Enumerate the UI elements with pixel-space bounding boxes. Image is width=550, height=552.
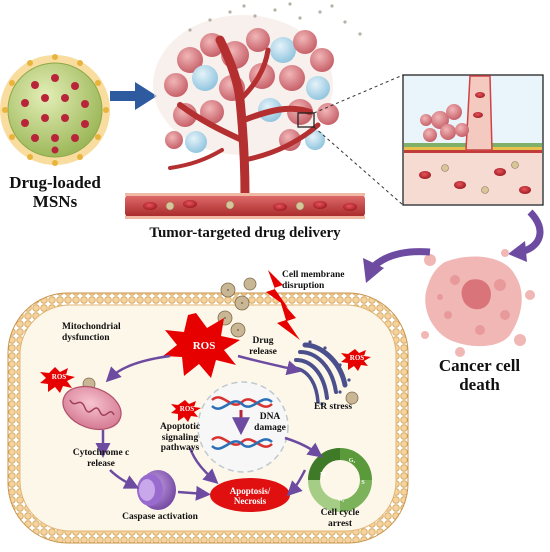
necrosis-text: Necrosis — [233, 496, 267, 507]
dysfunction-text: dysfunction — [62, 332, 110, 343]
ros-small-icon — [40, 367, 75, 393]
delivery-arrow — [110, 82, 157, 110]
cell-cycle-icon — [308, 448, 372, 512]
cancer-cell-death-label: Cancer cell death — [412, 356, 547, 394]
signaling-text: signaling — [161, 432, 199, 443]
caspase-icon — [137, 470, 176, 510]
cell-membrane-label: Cell membrane disruption — [282, 270, 362, 291]
cytochrome-text: Cytochrome c — [72, 448, 130, 458]
blood-vessel-icon — [125, 193, 365, 219]
ros-small-icon — [341, 349, 371, 371]
drug-release-label: Drug release — [238, 336, 288, 357]
curved-arrow-right — [508, 209, 544, 262]
dna-text: DNA — [259, 412, 281, 422]
tumor-targeted-label: Tumor-targeted drug delivery — [149, 225, 341, 241]
ros-small-label-3: ROS — [349, 354, 365, 362]
phase-m-label: M — [320, 472, 326, 478]
apoptosis-badge — [210, 478, 290, 512]
msns-text: MSNs — [32, 192, 78, 212]
lightning-icon — [266, 270, 300, 340]
tumor-mass-icon — [153, 2, 362, 200]
cancer-cell-text: Cancer cell — [438, 356, 521, 375]
drug-loaded-text: Drug-loaded — [9, 173, 101, 192]
ros-burst-icon — [163, 313, 240, 378]
cyto-release-text: release — [87, 458, 115, 469]
apoptosis-text: Apoptosis/ — [229, 486, 271, 496]
drug-loaded-label: Drug-loaded MSNs — [2, 173, 108, 211]
phase-g2-label: G₂ — [337, 497, 345, 503]
phase-g1-label: G₁ — [348, 458, 356, 464]
dead-cancer-cell-icon — [421, 249, 535, 357]
curved-arrow-left — [363, 248, 431, 283]
cell-membrane-text: Cell membrane — [282, 270, 345, 280]
drug-text: Drug — [252, 336, 274, 346]
pathway-arrows — [95, 354, 323, 501]
er-stress-label: ER stress — [313, 402, 353, 412]
zoom-panel — [402, 74, 544, 206]
apoptotic-label: Apoptotic signaling pathways — [148, 422, 212, 454]
ros-small-label-1: ROS — [51, 373, 67, 381]
mitochondrion-icon — [62, 385, 122, 431]
er-icon — [290, 340, 351, 406]
damage-text: damage — [254, 422, 286, 433]
dna-damage-label: DNA damage — [245, 412, 295, 433]
ros-main-label: ROS — [192, 340, 216, 352]
dna-helix-icon — [211, 396, 273, 450]
phase-s-label: S — [361, 480, 365, 486]
cell-cycle-label: Cell cycle arrest — [305, 508, 375, 529]
ros-small-label-2: ROS — [179, 405, 195, 413]
death-text: death — [459, 375, 500, 395]
cell-cycle-text: Cell cycle — [320, 508, 360, 518]
arrest-text: arrest — [327, 518, 353, 529]
ros-small-icon — [171, 400, 201, 422]
apoptosis-label: Apoptosis/ Necrosis — [212, 486, 288, 506]
mitochondrial-label: Mitochondrial dysfunction — [62, 322, 144, 343]
zoom-lines — [313, 74, 404, 206]
mitochondrial-text: Mitochondrial — [62, 322, 121, 332]
apoptotic-text: Apoptotic — [159, 422, 201, 432]
pathways-text: pathways — [160, 443, 200, 454]
disruption-text: disruption — [282, 280, 325, 291]
caspase-label: Caspase activation — [122, 512, 198, 522]
release-text: release — [249, 346, 277, 357]
msn-nanoparticle-icon — [0, 54, 110, 166]
cytochrome-label: Cytochrome c release — [56, 448, 146, 469]
